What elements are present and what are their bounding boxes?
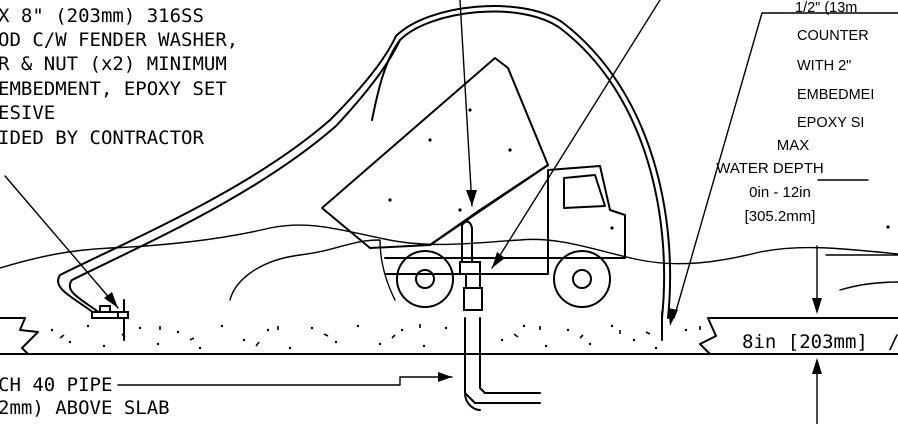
pipe-leader-arrowhead	[438, 372, 452, 382]
counter-note-line-2: COUNTER	[797, 28, 869, 44]
pipe-note-line-2: 2mm) ABOVE SLAB	[0, 397, 170, 419]
dimension-arrow	[739, 225, 898, 424]
water-depth-range: 0in - 12in	[749, 184, 811, 201]
water-depth-label: MAX WATER DEPTH 0in - 12in [305.2mm]	[716, 137, 869, 225]
anchor-note-line-4: EMBEDMENT, EPOXY SET	[0, 78, 227, 100]
dump-truck-icon	[321, 57, 626, 308]
anchor-note-line-1: X 8" (203mm) 316SS	[0, 5, 204, 27]
counter-note-line-1: 1/2" (13m	[795, 0, 857, 16]
counter-note: 1/2" (13m COUNTER WITH 2" EMBEDMEI EPOXY…	[791, 0, 898, 131]
standpipe	[459, 220, 541, 411]
counter-note-line-5: EPOXY SI	[797, 115, 864, 131]
anchor-note-line-5: ESIVE	[0, 102, 55, 124]
slab-thickness-label: 8in [203mm]	[742, 331, 868, 353]
arc-cable	[371, 10, 666, 319]
counter-note-line-3: WITH 2"	[797, 58, 851, 74]
anchor-note-line-2: OD C/W FENDER WASHER,	[0, 29, 238, 51]
leader-arrow	[4, 0, 793, 326]
anchor-note-line-6: IDED BY CONTRACTOR	[0, 127, 204, 149]
water-depth-metric: [305.2mm]	[745, 208, 816, 225]
water-depth-max: MAX	[777, 137, 810, 154]
hose-left	[57, 35, 397, 319]
water-depth-title: WATER DEPTH	[716, 160, 824, 177]
counter-note-line-4: EMBEDMEI	[797, 87, 874, 103]
pipe-note: CH 40 PIPE 2mm) ABOVE SLAB	[0, 372, 453, 419]
ground-line	[0, 224, 898, 269]
slab-thickness-suffix: /	[888, 331, 898, 353]
anchor-note: X 8" (203mm) 316SS OD C/W FENDER WASHER,…	[0, 5, 238, 149]
pipe-note-line-1: CH 40 PIPE	[0, 374, 112, 396]
anchor-bolt	[91, 299, 129, 341]
anchor-note-line-3: R & NUT (x2) MINIMUM	[0, 53, 227, 75]
